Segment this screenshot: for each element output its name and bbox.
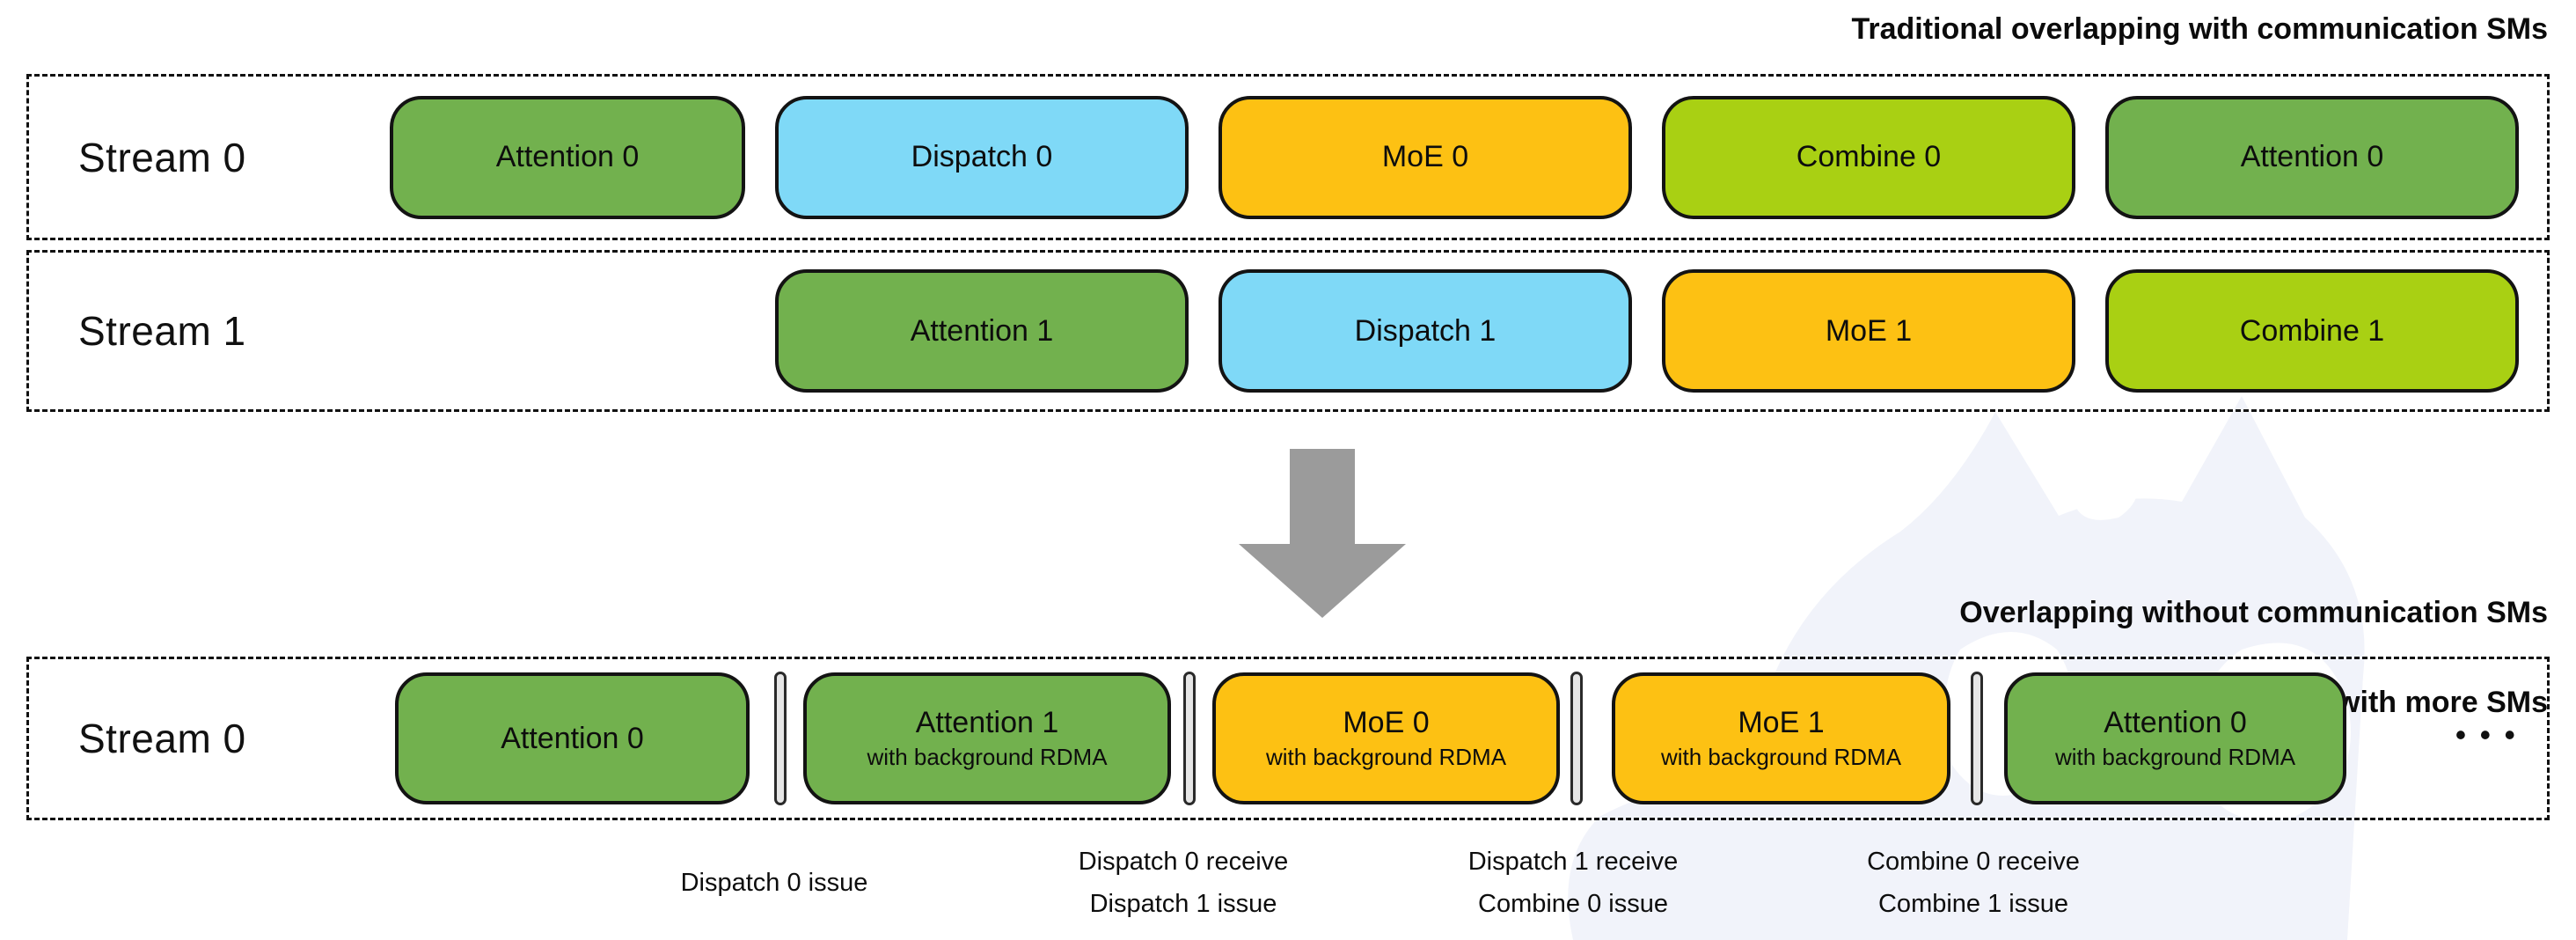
task-block-dispatch1: Dispatch 1 <box>1218 269 1632 393</box>
task-block-combine0: Combine 0 <box>1662 95 2075 219</box>
frame-overlapped-stream0: Stream 0 Attention 0 Attention 1 with ba… <box>26 657 2550 820</box>
task-block-attention1-rdma: Attention 1 with background RDMA <box>803 672 1171 804</box>
down-arrow-icon <box>1239 449 1406 618</box>
frame-traditional-stream1: Stream 1 Attention 1 Dispatch 1 MoE 1 Co… <box>26 250 2550 412</box>
task-block-combine1: Combine 1 <box>2105 269 2519 393</box>
annotation-row: Dispatch 0 issue Dispatch 0 receive Disp… <box>0 834 2576 931</box>
sm-switch-separator-3 <box>1570 672 1583 805</box>
annotation-dispatch0-receive: Dispatch 0 receive Dispatch 1 issue <box>1079 841 1289 925</box>
task-block-label: MoE 0 <box>1381 140 1469 173</box>
task-block-sublabel: with background RDMA <box>1265 744 1507 770</box>
task-block-label: MoE 1 <box>1825 313 1913 348</box>
traditional-title: Traditional overlapping with communicati… <box>1851 12 2548 46</box>
task-block-moe1: MoE 1 <box>1662 269 2075 393</box>
task-block-label: Combine 1 <box>2239 313 2385 348</box>
task-block-label: Attention 0 <box>495 140 640 173</box>
sm-switch-separator-2 <box>1183 672 1196 805</box>
task-block-label: Attention 0 <box>501 721 644 755</box>
task-block-attention0-overlap: Attention 0 <box>395 672 750 804</box>
annotation-line: Dispatch 1 issue <box>1089 890 1277 918</box>
annotation-dispatch0-issue: Dispatch 0 issue <box>681 862 868 904</box>
task-block-label: Attention 0 <box>2104 706 2247 739</box>
annotation-line: Combine 0 receive <box>1867 848 2080 876</box>
task-block-label: Attention 0 <box>2240 140 2384 173</box>
task-block-label: MoE 0 <box>1343 706 1430 739</box>
task-block-moe1-rdma: MoE 1 with background RDMA <box>1612 672 1950 804</box>
sm-switch-separator-1 <box>774 672 787 805</box>
annotation-line: Dispatch 1 receive <box>1467 848 1679 876</box>
task-block-label: MoE 1 <box>1738 706 1825 739</box>
task-block-attention0-rdma: Attention 0 with background RDMA <box>2004 672 2346 804</box>
stream0-overlapped-label: Stream 0 <box>78 716 246 761</box>
annotation-dispatch1-receive: Dispatch 1 receive Combine 0 issue <box>1468 841 1679 925</box>
task-block-label: Attention 1 <box>915 706 1059 739</box>
annotation-line: Dispatch 0 issue <box>680 869 868 897</box>
annotation-combine0-receive: Combine 0 receive Combine 1 issue <box>1867 841 2080 925</box>
sm-switch-separator-4 <box>1971 672 1983 805</box>
annotation-line: Combine 0 issue <box>1478 890 1668 918</box>
task-block-label: Attention 1 <box>910 313 1054 348</box>
stream0-label: Stream 0 <box>78 134 246 180</box>
task-block-label: Dispatch 0 <box>911 140 1053 173</box>
annotation-line: Combine 1 issue <box>1877 890 2068 918</box>
task-block-attention0: Attention 0 <box>390 95 745 219</box>
task-block-sublabel: with background RDMA <box>867 744 1108 770</box>
task-block-label: Combine 0 <box>1796 140 1942 173</box>
task-block-sublabel: with background RDMA <box>2054 744 2296 770</box>
task-block-attention1: Attention 1 <box>775 269 1189 393</box>
task-block-dispatch0: Dispatch 0 <box>775 95 1189 219</box>
task-block-attention0-next: Attention 0 <box>2105 95 2519 219</box>
task-block-sublabel: with background RDMA <box>1660 744 1902 770</box>
stream1-label: Stream 1 <box>78 308 246 354</box>
down-arrow-shaft <box>1290 449 1355 546</box>
frame-traditional-stream0: Stream 0 Attention 0 Dispatch 0 MoE 0 Co… <box>26 74 2550 240</box>
down-arrow-head <box>1239 544 1406 618</box>
task-block-label: Dispatch 1 <box>1354 313 1497 348</box>
overlapped-title-line1: Overlapping without communication SMs <box>1959 596 2548 629</box>
task-block-moe0: MoE 0 <box>1218 95 1632 219</box>
task-block-moe0-rdma: MoE 0 with background RDMA <box>1212 672 1560 804</box>
annotation-line: Dispatch 0 receive <box>1078 848 1289 876</box>
continuation-ellipsis: ••• <box>2455 718 2529 753</box>
